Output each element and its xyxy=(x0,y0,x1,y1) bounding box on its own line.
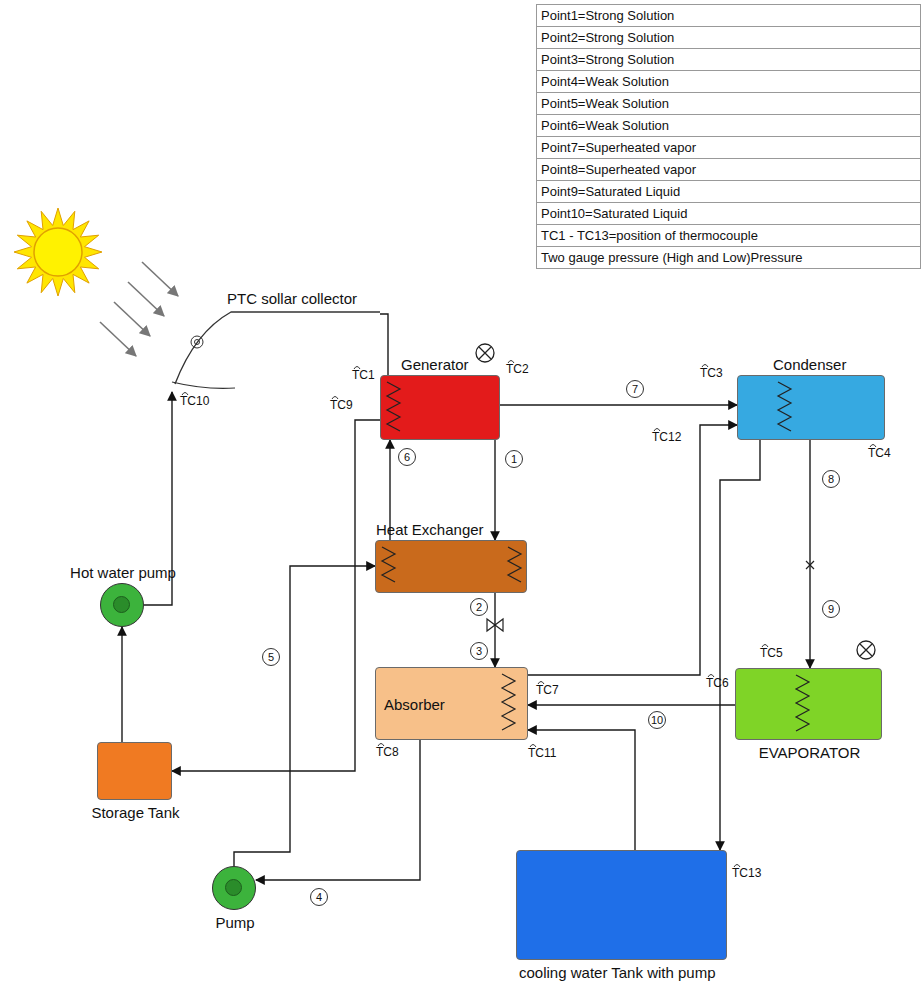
table-cell: Point10=Saturated Liquid xyxy=(537,203,921,225)
thermocouple-label: TC12 xyxy=(652,430,681,444)
callout-number: 7 xyxy=(626,380,644,398)
pipe-connector xyxy=(720,440,760,850)
node-label: Hot water pump xyxy=(70,564,176,581)
table-cell: Point3=Strong Solution xyxy=(537,49,921,71)
table-cell: Two gauge pressure (High and Low)Pressur… xyxy=(537,247,921,269)
table-cell: Point7=Superheated vapor xyxy=(537,137,921,159)
callout-number: 5 xyxy=(262,648,280,666)
storage-tank: Storage Tank xyxy=(97,742,172,800)
node-label: cooling water Tank with pump xyxy=(519,964,716,981)
pipe-connector xyxy=(500,404,737,405)
table-cell: Point8=Superheated vapor xyxy=(537,159,921,181)
generator-box: Generator xyxy=(380,375,500,440)
pipe-connector xyxy=(380,314,388,375)
pipe-connector xyxy=(121,627,122,742)
pump-circle: Hot water pump xyxy=(100,583,144,627)
pump-impeller xyxy=(101,584,142,625)
node-label: Pump xyxy=(215,914,254,931)
evaporator-box: EVAPORATOR xyxy=(735,668,882,740)
callout-number: 10 xyxy=(648,711,666,729)
condenser-box: Condenser xyxy=(737,375,885,440)
heat-coil xyxy=(736,669,883,741)
thermocouple-label: TC3 xyxy=(700,366,723,380)
thermocouple-label: TC4 xyxy=(868,446,891,460)
thermocouple-label: TC2 xyxy=(506,362,529,376)
table-cell: Point2=Strong Solution xyxy=(537,27,921,49)
thermocouple-label: TC10 xyxy=(180,394,209,408)
thermocouple-label: TC1 xyxy=(352,368,375,382)
table-cell: TC1 - TC13=position of thermocouple xyxy=(537,225,921,247)
pipe-connector xyxy=(494,440,495,540)
node-label: PTC sollar collector xyxy=(227,290,357,307)
pipe-connector xyxy=(809,440,810,668)
table-cell: Point1=Strong Solution xyxy=(537,5,921,27)
pipe-connector xyxy=(528,425,737,675)
thermocouple-label: TC6 xyxy=(706,676,729,690)
node-label: Absorber xyxy=(384,696,445,713)
callout-number: 2 xyxy=(470,598,488,616)
heat-coil xyxy=(381,376,501,441)
solar-collector: PTC sollar collector xyxy=(165,310,380,392)
thermocouple-label: TC5 xyxy=(760,646,783,660)
pipe-connector xyxy=(172,420,380,771)
table-cell: Point5=Weak Solution xyxy=(537,93,921,115)
thermocouple-label: TC11 xyxy=(528,746,556,760)
node-label: Generator xyxy=(401,356,469,373)
table-cell: Point4=Weak Solution xyxy=(537,71,921,93)
node-label: Storage Tank xyxy=(91,804,179,821)
heat-coil xyxy=(376,541,528,594)
pipe-connector xyxy=(234,566,375,866)
callout-number: 6 xyxy=(398,448,416,466)
callout-number: 4 xyxy=(310,888,328,906)
pipe-connector xyxy=(528,704,735,705)
node-label: EVAPORATOR xyxy=(759,744,861,761)
callout-number: 1 xyxy=(505,450,523,468)
pipe-connector xyxy=(528,730,635,850)
table-cell: Point9=Saturated Liquid xyxy=(537,181,921,203)
pipe-connector xyxy=(256,740,420,880)
pump-circle: Pump xyxy=(212,866,256,910)
node-label: Condenser xyxy=(773,356,846,373)
thermocouple-label: TC13 xyxy=(732,866,761,880)
cooling-tank: cooling water Tank with pump xyxy=(516,850,727,960)
node-label: Heat Exchanger xyxy=(376,521,484,538)
trough-outline xyxy=(165,310,380,392)
thermocouple-label: TC9 xyxy=(330,398,353,412)
heat-coil xyxy=(738,376,886,441)
solar-rays xyxy=(100,262,178,356)
legend-table: Point1=Strong SolutionPoint2=Strong Solu… xyxy=(536,4,921,269)
thermocouple-label: TC7 xyxy=(536,683,559,697)
sun xyxy=(34,228,82,276)
heat-exchanger-box: Heat Exchanger xyxy=(375,540,527,593)
pipe-connector xyxy=(494,593,495,667)
thermocouple-label: TC8 xyxy=(376,745,399,759)
callout-number: 3 xyxy=(470,642,488,660)
sun-rays xyxy=(14,208,102,296)
callout-number: 8 xyxy=(822,470,840,488)
pump-impeller xyxy=(213,867,254,908)
callout-number: 9 xyxy=(822,600,840,618)
table-cell: Point6=Weak Solution xyxy=(537,115,921,137)
absorber-box: Absorber xyxy=(375,667,528,740)
